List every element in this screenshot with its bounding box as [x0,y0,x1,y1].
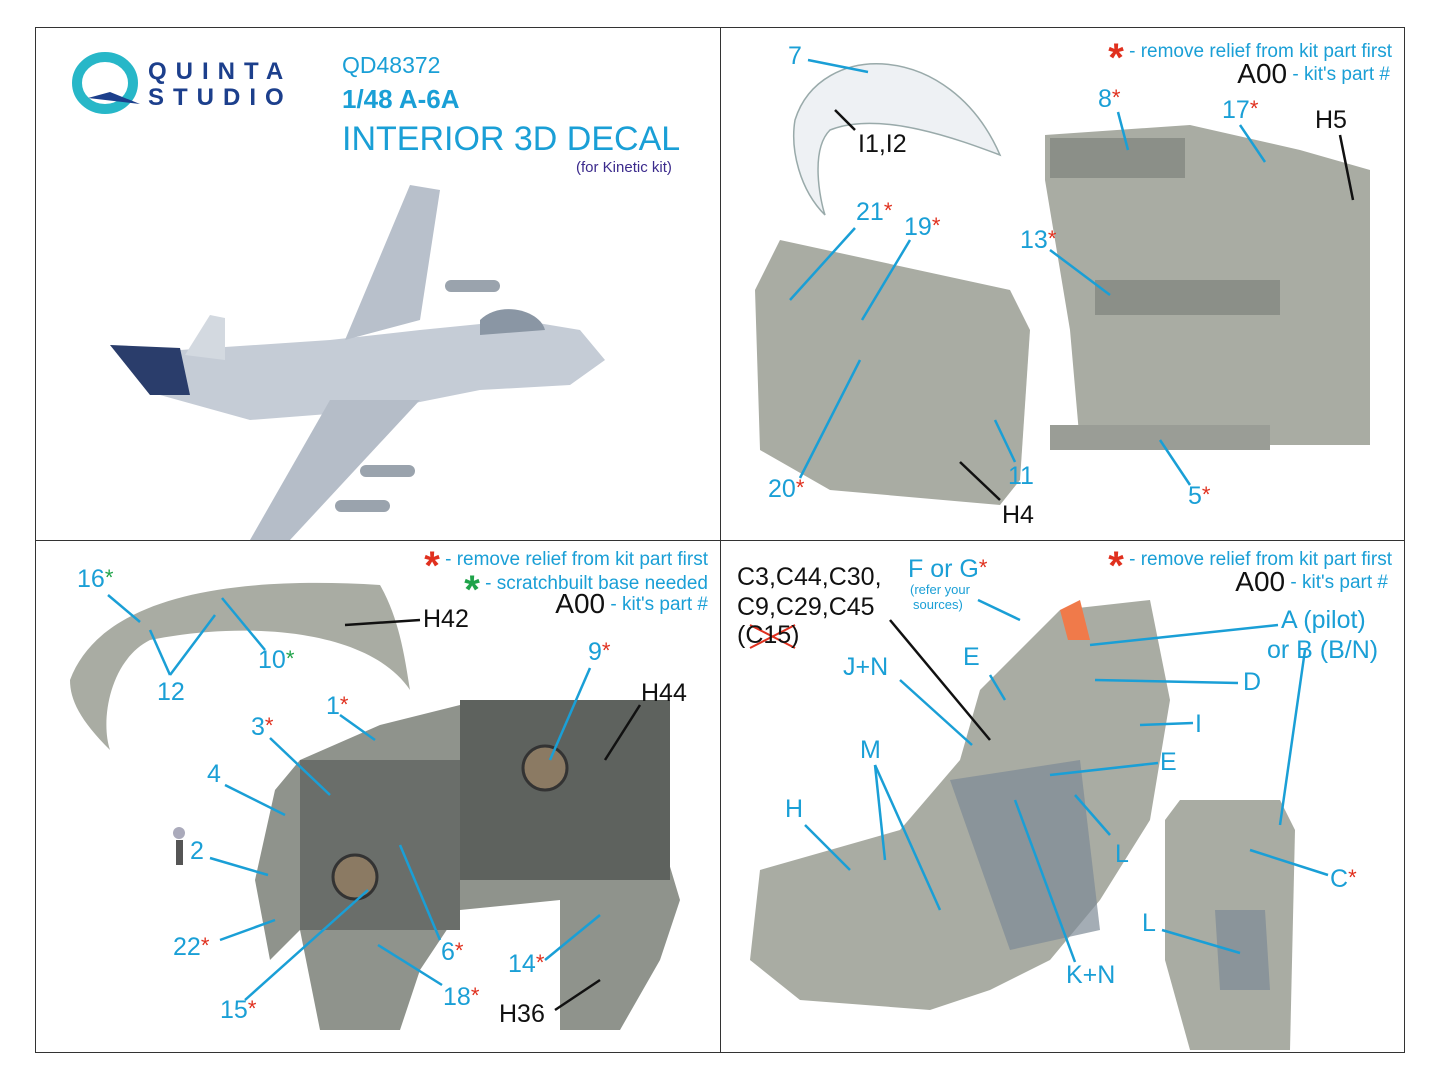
label-c: C* [1330,865,1357,893]
note-refer: (refer your [910,582,970,597]
label-3: 3* [251,713,274,741]
label-12: 12 [157,678,185,706]
label-l: L [1115,840,1129,868]
label-m: M [860,736,881,764]
label-22: 22* [173,933,210,961]
label-h42: H42 [423,605,469,633]
label-5: 5* [1188,482,1211,510]
legend-part-number: A00 - kit's part # [1237,58,1390,89]
label-9: 9* [588,638,611,666]
label-a-pilot: A (pilot) [1281,606,1366,634]
label-h: H [785,795,804,823]
legend-part-number: A00 - kit's part # [555,588,708,619]
label-b-bn: or B (B/N) [1267,636,1379,664]
label-19: 19* [904,213,941,241]
brand-name: QUINTA [148,58,293,85]
a6a-aircraft-image [110,185,605,540]
quinta-logo-icon [72,52,140,114]
label-7: 7 [788,42,802,70]
legend-remove-relief: * - remove relief from kit part first [1108,544,1392,588]
legend-remove-relief: * - remove relief from kit part first [1108,36,1392,80]
label-c-parts: C9,C29,C45 [737,593,875,621]
canopy-part-image [793,63,1002,216]
brand-name: STUDIO [148,84,293,111]
label-c15-crossed: (C15) [737,621,800,649]
label-4: 4 [207,760,221,788]
label-e: E [1160,748,1177,776]
subtitle: (for Kinetic kit) [576,159,672,176]
product-code: QD48372 [342,52,441,78]
label-18: 18* [443,983,480,1011]
legend-part-number: A00 - kit's part # [1235,566,1388,597]
label-h4: H4 [1002,501,1034,529]
legend-remove-relief: * - remove relief from kit part first [424,544,708,588]
label-6: 6* [441,938,464,966]
glareshield-part-image [70,582,410,750]
divider [35,540,1405,541]
label-i1-i2: I1,I2 [858,130,907,158]
label-8: 8* [1098,85,1121,113]
label-h44: H44 [641,679,687,707]
label-13: 13* [1020,226,1057,254]
label-1: 1* [326,692,349,720]
label-e: E [963,643,980,671]
label-16: 16* [77,565,114,593]
label-f-or-g: F or G* [908,555,988,583]
label-2: 2 [190,837,204,865]
page-title: INTERIOR 3D DECAL [342,120,681,158]
label-c-parts: C3,C44,C30, [737,563,882,591]
label-k-n: K+N [1066,961,1116,989]
label-d: D [1243,668,1262,696]
label-i: I [1195,710,1202,738]
label-l: L [1142,909,1156,937]
label-15: 15* [220,996,257,1024]
label-j-n: J+N [843,653,889,681]
label-17: 17* [1222,96,1259,124]
legend-scratchbuilt: * - scratchbuilt base needed [464,568,708,612]
note-refer: sources) [913,597,963,612]
side-console-part-image [755,240,1030,505]
label-11: 11 [1008,462,1034,490]
label-21: 21* [856,198,893,226]
label-20: 20* [768,475,805,503]
scale-model: 1/48 A-6A [342,84,460,114]
label-h5: H5 [1315,106,1347,134]
label-14: 14* [508,950,545,978]
label-10: 10* [258,646,295,674]
label-h36: H36 [499,1000,545,1028]
